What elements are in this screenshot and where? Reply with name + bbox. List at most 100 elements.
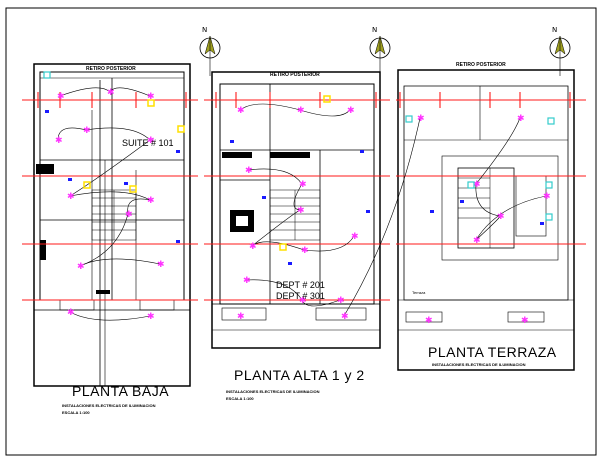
switch-icon <box>176 150 180 153</box>
light-fixture-icon: ✱ <box>341 312 349 322</box>
switch-icon <box>230 140 234 143</box>
plan-planta-terraza <box>397 69 575 371</box>
light-fixture-icon: ✱ <box>425 316 433 326</box>
plan-subtitle: INSTALACIONES ELECTRICAS DE ILUMINACION <box>226 389 320 394</box>
north-arrow-icon: N <box>369 26 391 76</box>
switch-icon <box>124 182 128 185</box>
light-fixture-icon: ✱ <box>125 210 133 220</box>
stairs <box>91 189 137 241</box>
plan-planta-baja <box>33 63 191 387</box>
wiring-arc <box>475 117 521 185</box>
north-arrow-icon: N <box>199 26 221 76</box>
junction-box-icon <box>83 181 91 189</box>
wiring-arc <box>239 103 301 111</box>
wiring-arc <box>109 87 151 97</box>
header-label: RETIRO POSTERIOR <box>456 62 506 68</box>
light-fixture-icon: ✱ <box>497 212 505 222</box>
switch-icon <box>540 222 544 225</box>
north-label: N <box>372 26 377 34</box>
light-fixture-icon: ✱ <box>83 126 91 136</box>
wiring-arc <box>293 183 303 211</box>
wiring-arc <box>475 215 501 241</box>
plan-outline <box>397 69 575 371</box>
light-fixture-icon: ✱ <box>67 308 75 318</box>
wiring-arc <box>69 191 151 201</box>
wiring-arc <box>245 279 303 301</box>
plan-title: PLANTA BAJA <box>72 383 170 399</box>
plan-subtitle: INSTALACIONES ELECTRICAS DE ILUMINACION <box>62 403 156 408</box>
switch-icon <box>366 210 370 213</box>
plan-subtitle: INSTALACIONES ELECTRICAS DE ILUMINACION <box>432 362 526 367</box>
switch-icon <box>430 210 434 213</box>
light-fixture-icon: ✱ <box>347 106 355 116</box>
sheet-border <box>5 7 597 456</box>
wiring-arc <box>79 258 161 267</box>
wiring-arc <box>251 209 301 247</box>
switch-icon <box>176 240 180 243</box>
plan-title: PLANTA TERRAZA <box>428 344 557 360</box>
wiring-arc <box>59 87 111 97</box>
light-fixture-icon: ✱ <box>249 242 257 252</box>
wiring-arc <box>85 127 151 141</box>
wiring-arc <box>303 235 355 252</box>
light-fixture-icon: ✱ <box>299 296 307 306</box>
light-fixture-icon: ✱ <box>543 192 551 202</box>
switch-icon <box>68 178 72 181</box>
switch-icon <box>460 200 464 203</box>
room-label: DEPT # 301 <box>276 291 325 301</box>
light-fixture-icon: ✱ <box>473 236 481 246</box>
light-fixture-icon: ✱ <box>147 92 155 102</box>
outlet-icon <box>467 181 475 189</box>
plan-planta-alta <box>211 71 381 349</box>
wiring-arc <box>251 241 305 251</box>
light-fixture-icon: ✱ <box>77 262 85 272</box>
outlet-icon <box>547 117 555 125</box>
room-label: Terraza <box>412 290 426 295</box>
light-fixture-icon: ✱ <box>517 114 525 124</box>
light-fixture-icon: ✱ <box>297 206 305 216</box>
wiring-arc <box>69 139 151 197</box>
outlet-icon <box>405 115 413 123</box>
light-fixture-icon: ✱ <box>297 106 305 116</box>
wiring-arc <box>475 195 547 241</box>
wiring-arc <box>57 127 87 141</box>
junction-box-icon <box>129 185 137 193</box>
room-label: SUITE # 101 <box>122 138 174 148</box>
junction-box-icon <box>177 125 185 133</box>
plan-outline <box>211 71 381 349</box>
wiring-arc <box>301 299 341 307</box>
header-label: RETIRO POSTERIOR <box>270 72 320 78</box>
wiring-arc <box>69 311 151 321</box>
plan-scale: ESCALA 1:100 <box>226 396 254 401</box>
junction-box-icon <box>323 95 331 103</box>
light-fixture-icon: ✱ <box>107 88 115 98</box>
light-fixture-icon: ✱ <box>147 136 155 146</box>
outlet-icon <box>545 181 553 189</box>
light-fixture-icon: ✱ <box>55 136 63 146</box>
light-fixture-icon: ✱ <box>521 316 529 326</box>
light-fixture-icon: ✱ <box>351 232 359 242</box>
light-fixture-icon: ✱ <box>67 192 75 202</box>
wiring-arc <box>343 117 421 317</box>
north-arrows: N N N <box>199 26 571 76</box>
wiring-arc <box>127 198 151 215</box>
light-fixture-icon: ✱ <box>243 276 251 286</box>
header-label: RETIRO POSTERIOR <box>86 66 136 72</box>
outlet-icon <box>43 71 51 79</box>
plan-outline <box>33 63 191 387</box>
switch-icon <box>360 150 364 153</box>
north-arrow-icon: N <box>549 26 571 76</box>
outlet-icon <box>545 213 553 221</box>
light-fixture-icon: ✱ <box>337 296 345 306</box>
junction-box-icon <box>279 243 287 251</box>
switch-icon <box>262 196 266 199</box>
switch-icon <box>45 110 49 113</box>
plan-title: PLANTA ALTA 1 y 2 <box>234 367 365 383</box>
north-label: N <box>552 26 557 34</box>
plan-scale: ESCALA 1:100 <box>62 410 90 415</box>
light-fixture-icon: ✱ <box>301 246 309 256</box>
light-fixture-icon: ✱ <box>157 260 165 270</box>
north-label: N <box>202 26 207 34</box>
